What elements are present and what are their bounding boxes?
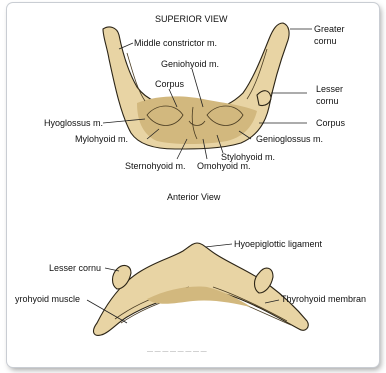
label-geniohyoid: Geniohyoid m. (161, 59, 219, 69)
hyoid-diagram: SUPERIOR VIEW Greater cornu Middle const… (7, 3, 379, 367)
label-greater-cornu: Greater (314, 24, 345, 34)
label-sternohyoid: Sternohyoid m. (125, 161, 186, 171)
label-corpus-upper: Corpus (155, 79, 185, 89)
superior-view-title: SUPERIOR VIEW (155, 14, 228, 24)
label-greater-cornu-2: cornu (314, 36, 337, 46)
label-lesser-cornu-bottom: Lesser cornu (49, 263, 101, 273)
label-hyoglossus: Hyoglossus m. (44, 118, 103, 128)
label-lesser-cornu: Lesser (316, 84, 343, 94)
label-corpus-right: Corpus (316, 118, 346, 128)
label-mylohyoid: Mylohyoid m. (75, 134, 128, 144)
figure-frame: SUPERIOR VIEW Greater cornu Middle const… (7, 3, 379, 367)
label-thyrohyoid-muscle: yrohyoid muscle (15, 294, 80, 304)
label-omohyoid: Omohyoid m. (197, 161, 251, 171)
hyoid-bone-anterior (94, 243, 309, 335)
label-hyoepiglottic-ligament: Hyoepiglottic ligament (234, 239, 323, 249)
anterior-view-caption: Anterior View (167, 192, 221, 202)
label-middle-constrictor: Middle constrictor m. (134, 38, 217, 48)
label-genioglossus: Genioglossus m. (256, 134, 323, 144)
label-thyrohyoid-membrane: Thyrohyoid membran (281, 294, 366, 304)
footer-credit: — — — — — — — — (147, 349, 207, 355)
label-lesser-cornu-2: cornu (316, 96, 339, 106)
